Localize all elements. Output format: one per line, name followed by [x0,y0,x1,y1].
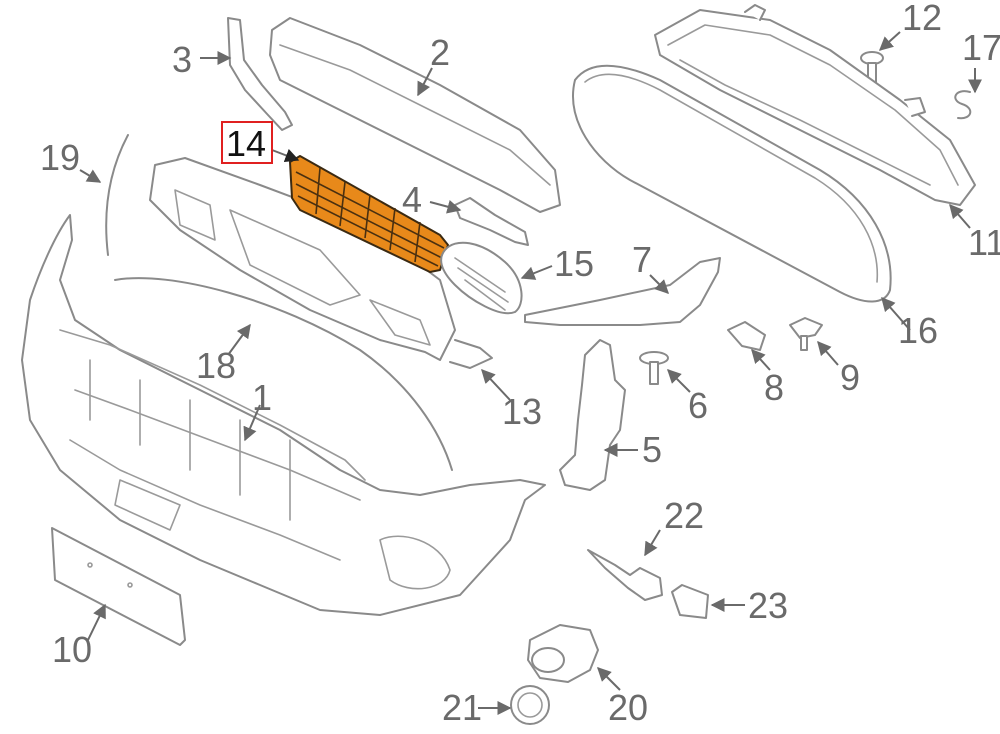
callout-17[interactable]: 17 [962,27,1000,68]
part-20-sensor-holder[interactable] [527,624,599,683]
part-2-upper-trim[interactable] [269,17,561,213]
callout-6[interactable]: 6 [688,385,708,426]
part-6-push-pin[interactable] [639,351,669,385]
part-22-sensor[interactable] [587,549,663,601]
part-9-push-pin[interactable] [789,317,823,351]
callout-14[interactable]: 14 [226,123,266,164]
callout-18[interactable]: 18 [196,345,236,386]
selected-callout-box [221,121,273,164]
callout-labels: 1 2 3 4 5 6 7 8 9 10 11 12 13 14 15 16 1… [40,0,1000,728]
part-10-license-plate[interactable] [51,527,186,646]
callout-21[interactable]: 21 [442,687,482,728]
callout-7[interactable]: 7 [632,239,652,280]
leader-lines [79,31,982,715]
callout-1[interactable]: 1 [252,377,272,418]
callout-11[interactable]: 11 [968,222,1000,263]
callout-5[interactable]: 5 [642,429,662,470]
part-21-ring[interactable] [510,685,550,725]
part-8-clip[interactable] [727,321,766,351]
callout-2[interactable]: 2 [430,32,450,73]
callout-9[interactable]: 9 [840,357,860,398]
callout-13[interactable]: 13 [502,391,542,432]
part-16-seal[interactable] [572,64,892,303]
callout-10[interactable]: 10 [52,629,92,670]
part-11-grille-frame[interactable] [654,4,976,206]
part-1-bumper[interactable] [21,214,546,616]
part-23-connector[interactable] [671,584,709,619]
callout-8[interactable]: 8 [764,367,784,408]
part-17-spring-clip[interactable] [954,90,972,120]
callout-16[interactable]: 16 [898,310,938,351]
part-13-grille-surround[interactable] [149,157,493,369]
part-19-strip[interactable] [105,134,129,256]
callout-20[interactable]: 20 [608,687,648,728]
callout-4[interactable]: 4 [402,179,422,220]
callout-23[interactable]: 23 [748,585,788,626]
callout-3[interactable]: 3 [172,39,192,80]
part-15-small-grille[interactable] [440,241,523,315]
part-18-strip[interactable] [114,277,453,471]
part-4-bracket[interactable] [454,197,529,246]
part-14-grille-insert[interactable] [289,155,449,273]
part-3-bracket[interactable] [227,17,293,131]
callout-19[interactable]: 19 [40,137,80,178]
part-5-side-bracket[interactable] [559,339,626,491]
callout-22[interactable]: 22 [664,495,704,536]
callout-15[interactable]: 15 [554,243,594,284]
callout-12[interactable]: 12 [902,0,942,38]
